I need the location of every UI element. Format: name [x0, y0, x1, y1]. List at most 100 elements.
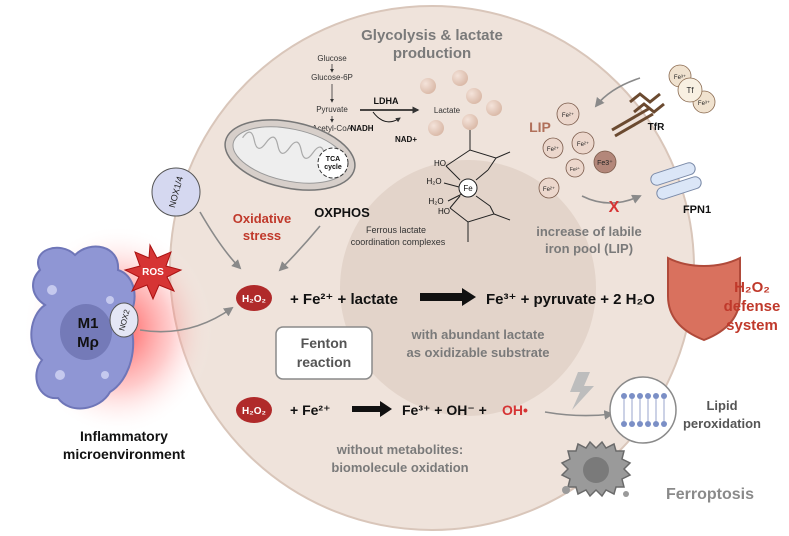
- reaction1-lhs: + Fe²⁺ + lactate: [290, 291, 398, 308]
- oxphos-label: OXPHOS: [314, 205, 370, 220]
- lactate-label: Lactate: [434, 106, 461, 115]
- nadh-arrow: [372, 111, 401, 123]
- fe3-tf-top: Fe³⁺: [674, 74, 686, 81]
- defense-shield: [667, 256, 741, 342]
- abundant-label-2: as oxidizable substrate: [406, 345, 549, 360]
- fe2-ion: Fe²⁺: [562, 112, 574, 119]
- fpn1-block-x: X: [609, 199, 620, 216]
- iron-pool-label-2: iron pool (LIP): [545, 241, 633, 256]
- cell-nucleus-shade: [340, 160, 596, 416]
- without-label-1: without metabolites:: [336, 442, 463, 457]
- without-label-2: biomolecule oxidation: [331, 460, 468, 475]
- tca-label-1: TCA: [326, 156, 340, 163]
- lactate-molecule: [452, 70, 468, 86]
- oxidative-label-2: stress: [243, 228, 281, 243]
- reaction2-rhs: Fe³⁺ + OH⁻ +: [402, 402, 487, 418]
- fpn1-label: FPN1: [683, 204, 711, 216]
- fpn1-protein: [650, 162, 696, 186]
- h2o2-label-1: H₂O₂: [242, 294, 266, 305]
- oh-radical: OH•: [502, 402, 528, 418]
- fe2-ion: Fe²⁺: [570, 167, 581, 173]
- complex-ho-bottom: HO: [438, 207, 450, 216]
- reaction1-arrow: [420, 288, 476, 306]
- transferrin-receptor: [611, 92, 665, 138]
- inflammatory-label-2: microenvironment: [63, 446, 185, 462]
- lightning-icon: [570, 372, 594, 410]
- vesicle: [55, 370, 65, 380]
- fenton-label-1: Fenton: [301, 335, 348, 351]
- inflammatory-label-1: Inflammatory: [80, 428, 168, 444]
- arrow-lip-fpn1: [581, 194, 642, 204]
- ros-burst: [123, 243, 183, 301]
- fenton-box: [275, 326, 373, 380]
- glycolysis-title-2: production: [393, 45, 471, 62]
- lactate-molecule: [466, 88, 482, 104]
- lactate-molecule: [462, 114, 478, 130]
- ldha-label: LDHA: [374, 96, 399, 106]
- tca-cycle: [317, 147, 349, 179]
- nadh-label: NADH: [350, 124, 373, 133]
- m1-label: M1: [78, 315, 99, 332]
- nad-label: NAD+: [395, 135, 417, 144]
- macrophage-nucleus: [60, 304, 112, 360]
- lipid-label-2: peroxidation: [683, 416, 761, 431]
- defense-label-3: system: [726, 317, 778, 334]
- complex-fe: Fe: [463, 184, 473, 193]
- arrow-tf-lip: [594, 77, 641, 108]
- defense-label-1: H₂O₂: [734, 279, 770, 296]
- vesicle: [106, 296, 114, 304]
- arrow-nox2-h2o2: [139, 306, 234, 333]
- fe2-ion: Fe²⁺: [543, 186, 555, 193]
- h2o2-badge-2: [236, 397, 272, 423]
- complex-caption-1: Ferrous lactate: [366, 225, 426, 235]
- mp-label: Mρ: [77, 334, 99, 351]
- fpn1-protein-2: [656, 176, 702, 200]
- glucose-label: Glucose: [317, 54, 347, 63]
- h2o2-label-2: H₂O₂: [242, 406, 266, 417]
- h2o2-badge-1: [236, 285, 272, 311]
- fenton-label-2: reaction: [297, 354, 351, 370]
- vesicle: [101, 371, 109, 379]
- lip-label: LIP: [529, 119, 551, 135]
- defense-label-2: defense: [724, 298, 781, 315]
- lactate-molecule: [420, 78, 436, 94]
- complex-h2o-bottom: H₂O: [428, 197, 443, 206]
- ferroptotic-cell: [560, 440, 632, 498]
- reaction2-lhs: + Fe²⁺: [290, 402, 330, 418]
- fe2-ion: Fe²⁺: [577, 141, 589, 148]
- lactate-molecule: [486, 100, 502, 116]
- complex-h2o-top: H₂O: [426, 177, 441, 186]
- iron-pool-label-1: increase of labile: [536, 224, 642, 239]
- complex-caption-2: coordination complexes: [351, 237, 446, 247]
- ferrous-lactate-complex: [443, 130, 511, 242]
- tf-label: Tf: [686, 86, 694, 95]
- nox2-protein: [109, 302, 139, 338]
- nox14-protein: [151, 167, 201, 217]
- ferroptosis-label: Ferroptosis: [666, 486, 754, 503]
- glucose6p-label: Glucose-6P: [311, 73, 353, 82]
- pyruvate-label: Pyruvate: [316, 105, 348, 114]
- lactate-molecule: [428, 120, 444, 136]
- reaction1-rhs: Fe³⁺ + pyruvate + 2 H₂O: [486, 291, 655, 308]
- fe2-ion: Fe²⁺: [547, 146, 559, 153]
- oxidative-label-1: Oxidative: [233, 211, 292, 226]
- glycolysis-title-1: Glycolysis & lactate: [361, 27, 503, 44]
- tca-label-2: cycle: [324, 164, 342, 171]
- lipid-label-1: Lipid: [706, 398, 737, 413]
- ros-label: ROS: [142, 267, 164, 278]
- arrow-oxphos-h2o2: [278, 225, 321, 272]
- abundant-label-1: with abundant lactate: [411, 327, 545, 342]
- lipid-bilayer-icon: [621, 393, 667, 427]
- arrow-oh-lipid: [544, 410, 614, 420]
- tfr-label: TfR: [648, 122, 665, 133]
- iron-pool: [538, 102, 617, 199]
- transferrin-complex: [668, 64, 716, 114]
- reaction2-arrow: [352, 401, 392, 417]
- acetylcoa-label: Acetyl-CoA: [312, 124, 353, 133]
- fe3-tf-bottom: Fe³⁺: [698, 100, 710, 107]
- fe3-ion: Fe3⁺: [597, 159, 613, 167]
- vesicle: [47, 285, 57, 295]
- arrow-nox14-h2o2: [199, 211, 242, 270]
